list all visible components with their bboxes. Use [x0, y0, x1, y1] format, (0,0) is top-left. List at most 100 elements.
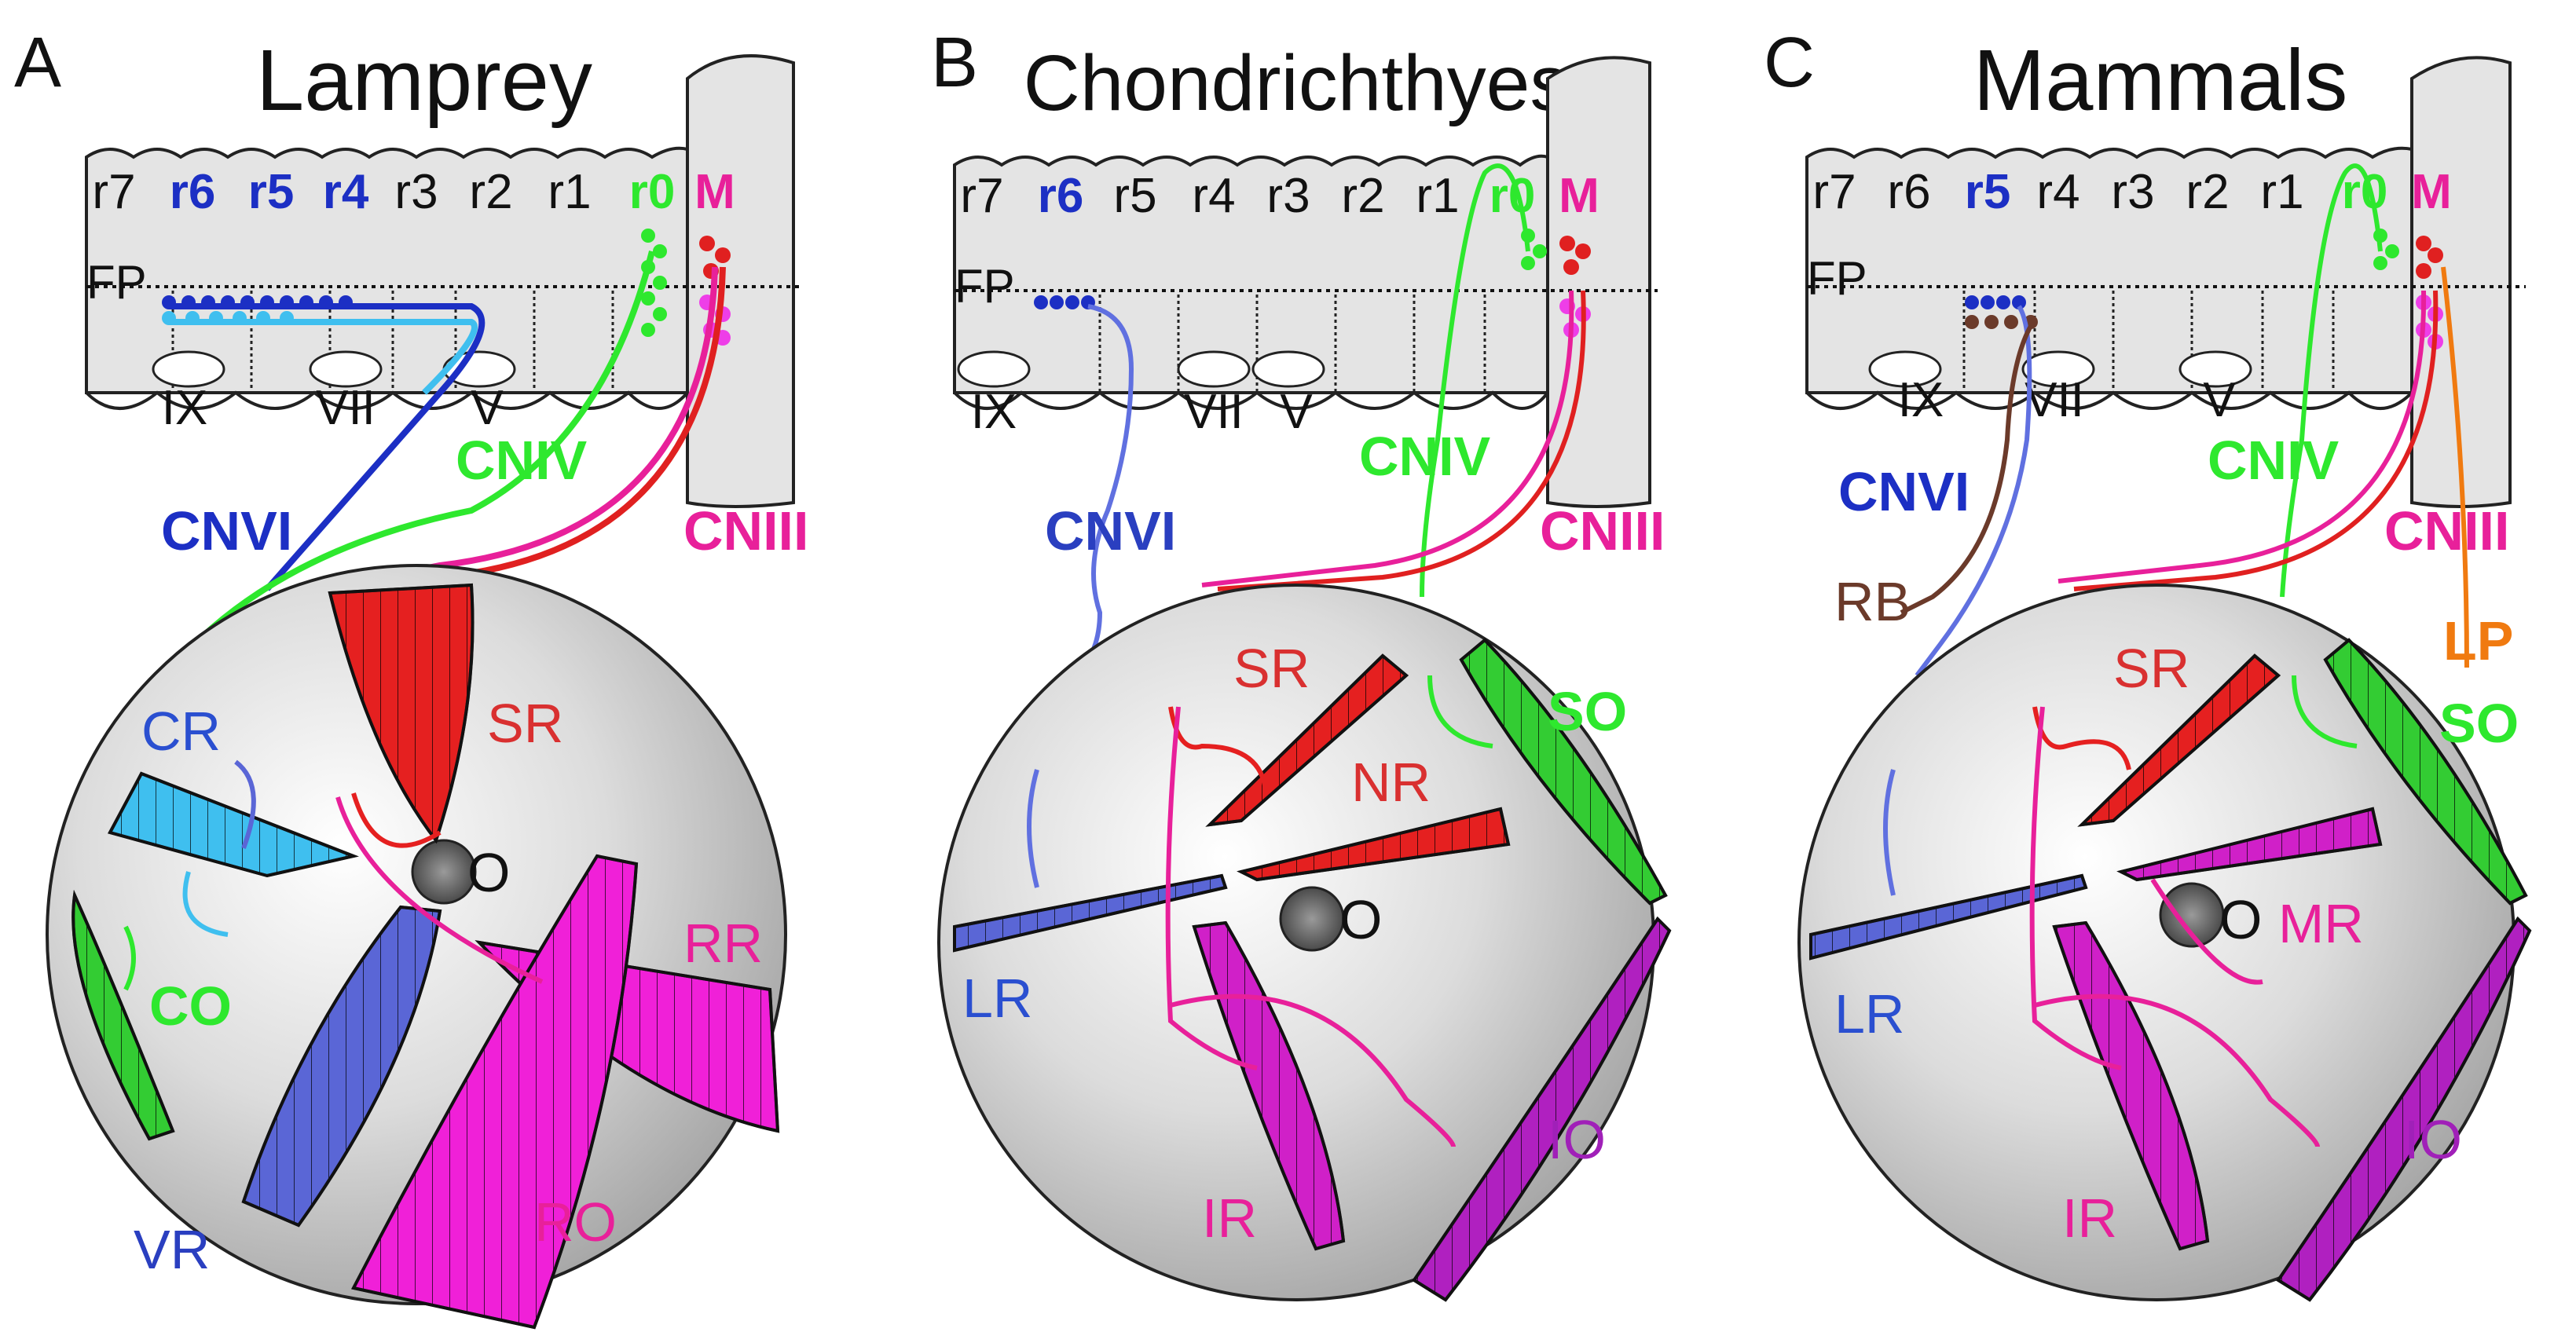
ganglion-label: IX [971, 385, 1017, 439]
rhombomere-label: r6 [170, 165, 216, 219]
rhombomere-label: r4 [323, 165, 369, 219]
muscle-label: MR [2278, 893, 2364, 954]
cranial-nerve-paths [1900, 163, 2469, 677]
muscle-label: IO [1548, 1109, 1606, 1170]
hindbrain-schematic [1805, 56, 2526, 508]
muscle-label: SO [2439, 693, 2519, 754]
muscle-branches [1027, 675, 1493, 1147]
rhombomere-label: r6 [1887, 165, 1930, 219]
floor-plate-label: FP [955, 260, 1015, 313]
rhombomere-label: r1 [548, 165, 591, 219]
cranial-nerve-paths [1074, 163, 1586, 678]
rhombomere-label: r2 [469, 165, 512, 219]
nerve-label: LP [2443, 610, 2513, 671]
nerve-label: CNVI [1838, 461, 1970, 522]
nerve-label: CNVI [161, 500, 292, 562]
ganglion-label: VII [1184, 385, 1244, 439]
rhombomere-labels: r7 r6 r5 r4 r3 r2 r1 r0 M [92, 165, 735, 219]
rhombomere-label: r4 [2036, 165, 2079, 219]
motor-nuclei [1034, 229, 1591, 338]
muscle-label: LR [962, 968, 1032, 1029]
muscle-label: RR [683, 913, 763, 974]
midbrain-label: M [2411, 165, 2452, 219]
ganglion-label: V [1280, 385, 1313, 439]
rhombomere-label: r3 [2111, 165, 2154, 219]
ganglion-label: V [471, 381, 504, 435]
optic-label: O [1339, 889, 1382, 950]
muscle-label: SR [1233, 638, 1310, 699]
panel-letter: B [931, 24, 978, 102]
muscle-labels: SR SO MR LR IR IO [1834, 638, 2519, 1249]
rhombomere-label: r1 [1416, 169, 1459, 223]
nerve-label: CNIV [456, 430, 588, 491]
muscle-label: CR [141, 701, 221, 762]
rhombomere-label: r4 [1192, 169, 1235, 223]
panel-letter: A [14, 24, 61, 102]
panel-b: B Chondrichthyes FP IX VII V r7 r6 r5 [931, 24, 1672, 1302]
nerve-label: CNIV [1359, 426, 1491, 487]
rhombomere-label: r6 [1038, 169, 1084, 223]
hindbrain-schematic [85, 54, 801, 508]
ganglion-label: VII [316, 381, 376, 435]
rhombomere-label: r1 [2260, 165, 2303, 219]
muscle-label: RO [534, 1191, 617, 1253]
extraocular-muscles [953, 638, 1672, 1302]
nerve-label: CNVI [1045, 500, 1176, 562]
floor-plate-label: FP [1807, 252, 1867, 305]
optic-nerve [2159, 882, 2225, 948]
optic-nerve [411, 839, 477, 905]
panel-letter: C [1764, 24, 1815, 102]
extraocular-muscles [1809, 638, 2532, 1302]
panel-a: A Lamprey FP IX VII V r7 r6 [14, 24, 808, 1330]
ganglion-label: VII [2025, 373, 2084, 427]
rhombomere-label: r5 [248, 165, 295, 219]
muscle-label: VR [134, 1219, 210, 1280]
optic-nerve [1279, 886, 1345, 952]
muscle-branches [123, 759, 544, 991]
ganglion-labels: IX VII V [162, 381, 504, 435]
nerve-label: CNIV [2208, 430, 2340, 491]
optic-label: O [2219, 889, 2262, 950]
ganglion-labels: IX VII V [971, 385, 1314, 439]
muscle-label: SR [2113, 638, 2189, 699]
rhombomere-label: r0 [629, 165, 676, 219]
rhombomere-label: r3 [394, 165, 438, 219]
muscle-label: SR [487, 693, 563, 754]
muscle-label: CO [149, 975, 232, 1037]
rhombomere-label: r2 [2186, 165, 2229, 219]
muscle-label: IO [2404, 1109, 2462, 1170]
rhombomere-label: r7 [960, 169, 1003, 223]
muscle-label: NR [1351, 752, 1431, 813]
ganglion-label: IX [1898, 373, 1944, 427]
rhombomere-labels: r7 r6 r5 r4 r3 r2 r1 r0 M [1812, 165, 2451, 219]
muscle-labels: SR CR CO RR VR RO [134, 693, 763, 1280]
nerve-label: CNIII [1540, 500, 1665, 562]
nerve-label: RB [1834, 571, 1911, 632]
hindbrain-schematic [953, 56, 1658, 508]
rhombomere-label: r5 [1113, 169, 1156, 223]
panel-title: Mammals [1973, 32, 2348, 129]
muscle-label: SO [1548, 681, 1627, 742]
rhombomere-label: r2 [1341, 169, 1384, 223]
midbrain-label: M [1559, 169, 1599, 223]
rhombomere-label: r7 [92, 165, 135, 219]
rhombomere-labels: r7 r6 r5 r4 r3 r2 r1 r0 M [960, 169, 1599, 223]
muscle-label: LR [1834, 983, 1904, 1045]
panel-title: Chondrichthyes [1024, 39, 1570, 127]
muscle-label: IR [1202, 1187, 1257, 1249]
muscle-labels: SR SO NR LR IR IO [962, 638, 1627, 1249]
nerve-label: CNIII [683, 500, 808, 562]
midbrain-label: M [694, 165, 735, 219]
muscle-label: IR [2062, 1187, 2117, 1249]
motor-nuclei [1965, 229, 2443, 349]
ganglion-labels: IX VII V [1898, 373, 2237, 427]
rhombomere-label: r5 [1965, 165, 2011, 219]
nerve-label: CNIII [2384, 500, 2509, 562]
extraocular-muscles [71, 583, 780, 1330]
ganglion-label: IX [162, 381, 208, 435]
panel-c: C Mammals FP IX VII V r7 r6 r5 r4 [1764, 24, 2532, 1302]
rhombomere-label: r7 [1812, 165, 1856, 219]
rhombomere-label: r3 [1266, 169, 1310, 223]
optic-label: O [467, 842, 510, 903]
